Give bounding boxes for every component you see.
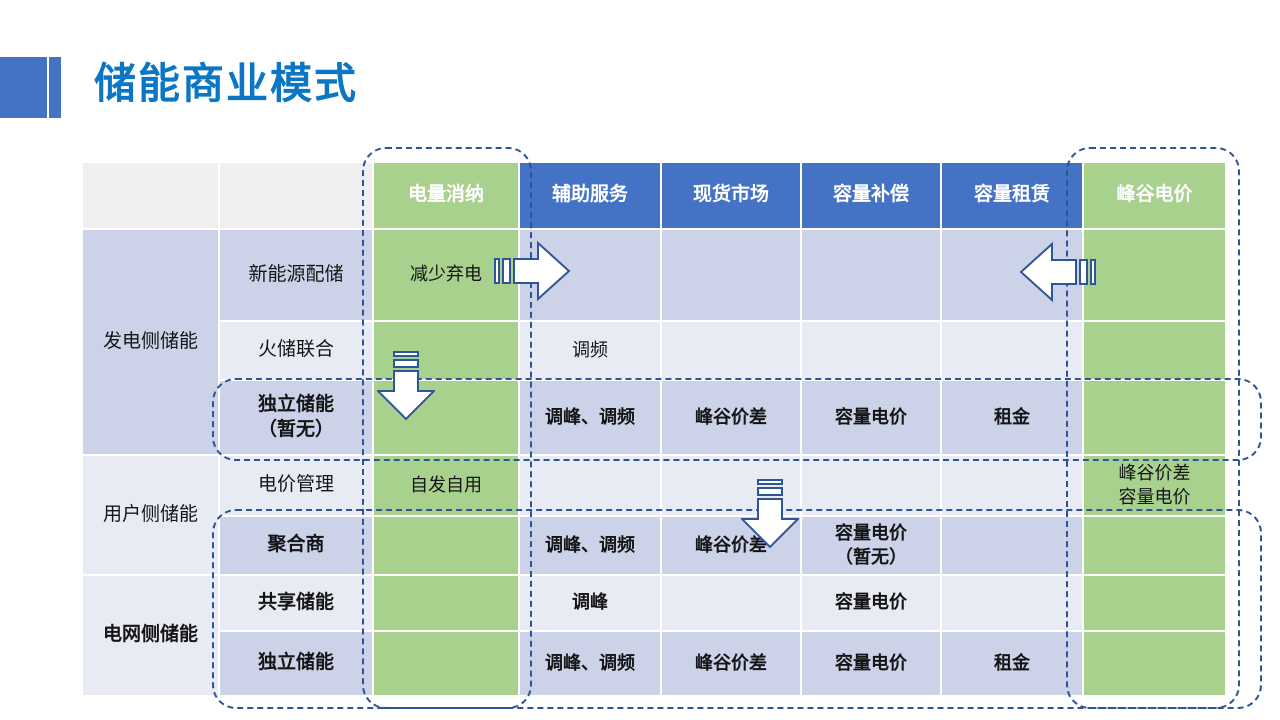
business-model-table: 电量消纳辅助服务现货市场容量补偿容量租赁峰谷电价发电侧储能用户侧储能电网侧储能 新… (83, 163, 1225, 695)
data-cell (374, 322, 518, 379)
data-cell: 调峰、调频 (520, 632, 660, 695)
data-cell (374, 576, 518, 630)
data-cell (1084, 517, 1225, 574)
group-cell: 电网侧储能 (83, 576, 218, 695)
title-accent-bar (49, 57, 61, 118)
header-cell: 容量租赁 (942, 163, 1082, 228)
header-cell (220, 163, 372, 228)
data-cell (1084, 632, 1225, 695)
data-cell (1084, 322, 1225, 379)
row-label-cell: 新能源配储 (220, 230, 372, 320)
data-cell (802, 456, 940, 515)
data-cell (942, 576, 1082, 630)
data-cell: 容量电价 (802, 381, 940, 454)
data-cell: 调峰、调频 (520, 517, 660, 574)
striped-arrow-right-icon (494, 240, 572, 302)
data-cell: 峰谷价差 (662, 632, 800, 695)
data-cell: 峰谷价差 容量电价 (1084, 456, 1225, 515)
data-cell (1084, 230, 1225, 320)
header-cell: 现货市场 (662, 163, 800, 228)
data-cell (942, 517, 1082, 574)
header-cell: 辅助服务 (520, 163, 660, 228)
data-cell (942, 456, 1082, 515)
row-label-cell: 聚合商 (220, 517, 372, 574)
data-cell: 调峰 (520, 576, 660, 630)
data-cell (942, 322, 1082, 379)
header-cell (83, 163, 218, 228)
data-cell (374, 632, 518, 695)
data-cell (1084, 381, 1225, 454)
striped-arrow-left-icon (1018, 241, 1096, 303)
data-cell: 租金 (942, 632, 1082, 695)
data-cell: 调频 (520, 322, 660, 379)
page-title: 储能商业模式 (94, 60, 359, 107)
data-cell (1084, 576, 1225, 630)
row-label-cell: 火储联合 (220, 322, 372, 379)
data-cell: 自发自用 (374, 456, 518, 515)
data-cell: 减少弃电 (374, 230, 518, 320)
group-cell: 用户侧储能 (83, 456, 218, 574)
data-cell (802, 322, 940, 379)
data-cell (662, 322, 800, 379)
group-cell: 发电侧储能 (83, 230, 218, 454)
highlight-row-independent-storage (212, 378, 1262, 461)
title-accent-square (0, 57, 47, 118)
data-cell (520, 456, 660, 515)
data-cell: 容量电价 (802, 576, 940, 630)
striped-arrow-down-icon (741, 479, 799, 549)
highlight-rows-grid-side-group (212, 509, 1262, 709)
data-cell (662, 576, 800, 630)
row-label-cell: 独立储能 (220, 632, 372, 695)
row-label-cell: 独立储能 （暂无） (220, 381, 372, 454)
data-cell: 容量电价 (802, 632, 940, 695)
header-cell: 电量消纳 (374, 163, 518, 228)
header-cell: 峰谷电价 (1084, 163, 1225, 228)
data-cell: 容量电价 （暂无） (802, 517, 940, 574)
data-cell: 峰谷价差 (662, 381, 800, 454)
striped-arrow-down-icon (377, 351, 435, 421)
header-cell: 容量补偿 (802, 163, 940, 228)
row-label-cell: 电价管理 (220, 456, 372, 515)
data-cell: 租金 (942, 381, 1082, 454)
data-cell (662, 230, 800, 320)
row-label-cell: 共享储能 (220, 576, 372, 630)
data-cell: 调峰、调频 (520, 381, 660, 454)
data-cell (802, 230, 940, 320)
data-cell (374, 517, 518, 574)
